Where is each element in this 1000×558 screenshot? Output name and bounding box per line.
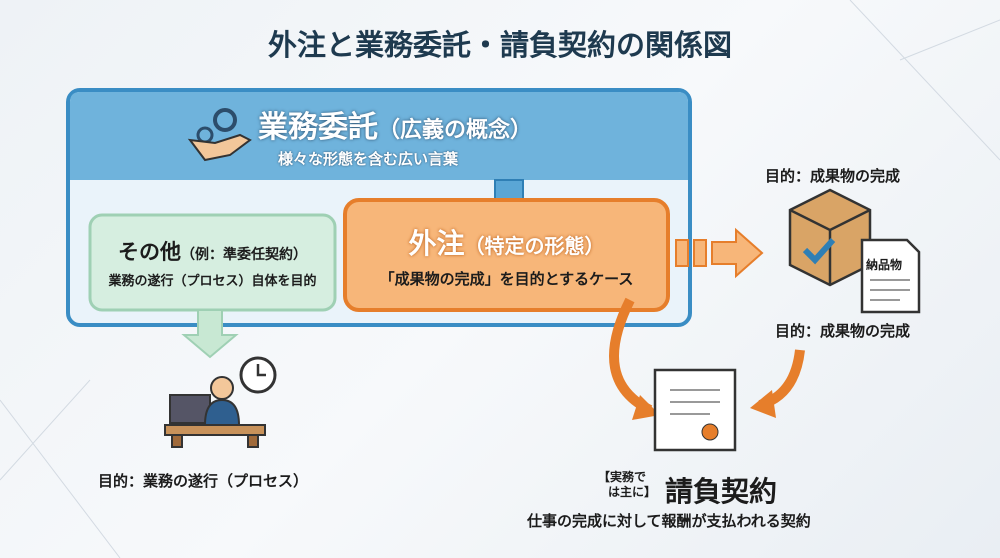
- document-label: 納品物: [866, 258, 903, 272]
- gaichu-heading: 外注（特定の形態）: [347, 222, 666, 262]
- ukeoi-note-1: 【実務で: [598, 470, 647, 484]
- ukeoi-note: 【実務では主に】: [598, 470, 656, 500]
- other-paren: （例：準委任契約）: [181, 247, 307, 263]
- gaichu-sub: 「成果物の完成」を目的とするケース: [379, 270, 634, 288]
- other-sub: 業務の遂行（プロセス）自体を目的: [108, 274, 317, 289]
- itaku-band: [70, 92, 688, 180]
- clock-icon: [239, 356, 277, 394]
- gaichu-box: [343, 198, 670, 312]
- contract-icon: [653, 368, 737, 452]
- worker-at-desk-icon: [164, 376, 266, 448]
- purpose-left: 目的：業務の遂行（プロセス）: [98, 472, 309, 490]
- itaku-heading: 業務委託（広義の概念）: [258, 102, 532, 146]
- page-title: 外注と業務委託・請負契約の関係図: [267, 28, 732, 62]
- purpose-top: 目的：成果物の完成: [765, 167, 901, 185]
- document-icon: [860, 238, 921, 314]
- gaichu-paren: （特定の形態）: [464, 234, 605, 258]
- right-arrow-orange: [675, 227, 764, 279]
- ukeoi-note-2: は主に】: [608, 485, 657, 499]
- itaku-paren: （広義の概念）: [378, 118, 533, 143]
- handshake-gears-icon: [187, 108, 252, 162]
- down-arrow-green: [181, 309, 239, 359]
- purpose-mid: 目的：成果物の完成: [775, 322, 911, 340]
- gaichu-title: 外注: [408, 227, 465, 260]
- ukeoi-sub: 仕事の完成に対して報酬が支払われる契約: [527, 512, 811, 530]
- other-heading: その他（例：準委任契約）: [92, 236, 333, 266]
- other-title: その他: [118, 240, 181, 264]
- ukeoi-title: 請負契約: [665, 475, 778, 508]
- itaku-sub: 様々な形態を含む広い言葉: [278, 150, 459, 168]
- itaku-title: 業務委託: [258, 110, 378, 145]
- box-icon: [788, 188, 872, 287]
